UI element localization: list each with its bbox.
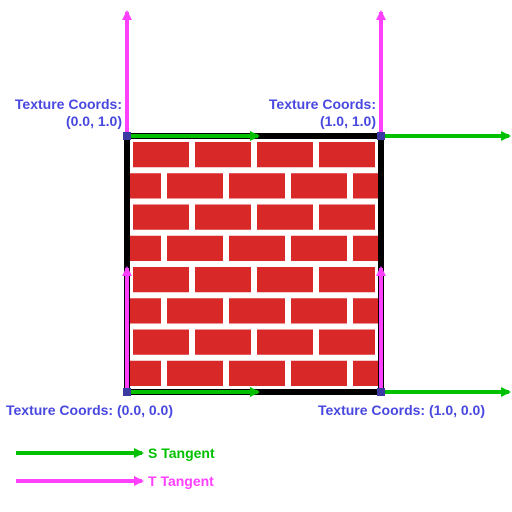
brick [167, 298, 223, 324]
label-top-left-title: Texture Coords: [14, 96, 122, 112]
brick [195, 204, 251, 230]
brick [130, 173, 161, 199]
brick [257, 329, 313, 355]
brick [133, 142, 189, 168]
brick-texture-quad [124, 133, 384, 395]
corner-marker-top-left [123, 132, 131, 140]
brick [130, 235, 161, 261]
brick [257, 204, 313, 230]
label-top-left-coords: (0.0, 1.0) [65, 113, 122, 129]
brick [291, 360, 347, 386]
corner-marker-bottom-right [377, 388, 385, 396]
brick [353, 173, 378, 199]
legend-t-tangent-label: T Tangent [148, 473, 214, 489]
label-top-right: Texture Coords: (1.0, 1.0) [254, 96, 376, 129]
brick [353, 235, 378, 261]
brick [130, 360, 161, 386]
brick [167, 235, 223, 261]
brick [291, 173, 347, 199]
brick [291, 235, 347, 261]
brick [167, 173, 223, 199]
label-bottom-left: Texture Coords: (0.0, 0.0) [6, 402, 174, 418]
brick [229, 173, 285, 199]
brick [257, 142, 313, 168]
brick [133, 267, 189, 293]
label-top-left: Texture Coords: (0.0, 1.0) [2, 96, 122, 129]
brick [195, 142, 251, 168]
brick [257, 267, 313, 293]
brick [195, 267, 251, 293]
brick [319, 204, 375, 230]
brick [167, 360, 223, 386]
brick [319, 329, 375, 355]
label-top-right-coords: (1.0, 1.0) [319, 113, 376, 129]
brick [130, 298, 161, 324]
brick [319, 267, 375, 293]
legend-s-tangent-label: S Tangent [148, 445, 215, 461]
brick [353, 360, 378, 386]
label-bottom-right: Texture Coords: (1.0, 0.0) [318, 402, 486, 418]
corner-marker-bottom-left [123, 388, 131, 396]
brick [353, 298, 378, 324]
brick [229, 360, 285, 386]
brick [291, 298, 347, 324]
brick [133, 204, 189, 230]
corner-marker-top-right [377, 132, 385, 140]
brick [229, 298, 285, 324]
brick [195, 329, 251, 355]
label-top-right-title: Texture Coords: [268, 96, 376, 112]
brick [229, 235, 285, 261]
brick [133, 329, 189, 355]
brick-pattern [130, 142, 378, 386]
brick [319, 142, 375, 168]
